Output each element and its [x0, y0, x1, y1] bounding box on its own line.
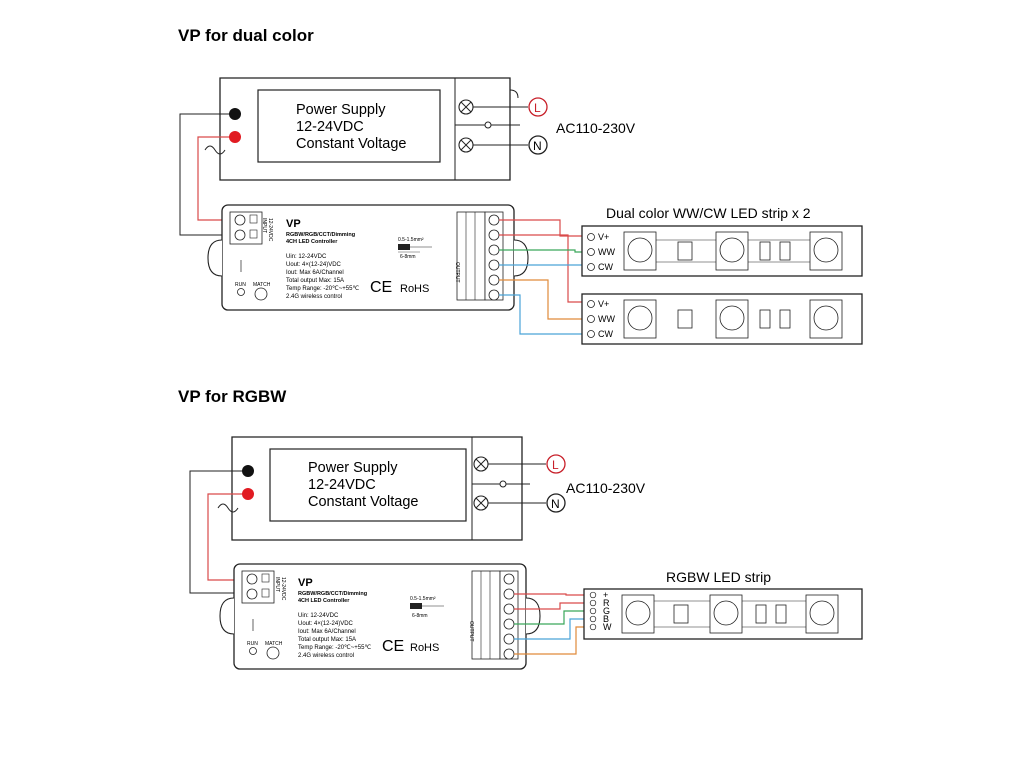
strip2-term-vplus: V+ — [598, 299, 609, 309]
strip-length-label-2: 6-8mm — [412, 613, 428, 619]
neutral-label-2: N — [551, 497, 560, 511]
rohs-mark: RoHS — [400, 283, 429, 295]
wire-size-label-2: 0.5-1.5mm² — [410, 596, 436, 602]
psu2-label-3: Constant Voltage — [308, 494, 418, 510]
neutral-terminal-1 — [528, 135, 548, 155]
rgbw-term-g: G — [603, 606, 610, 616]
match-button-2[interactable] — [266, 646, 280, 660]
strip2-term-ww: WW — [598, 314, 615, 324]
dual-strip-1-terminals: V+ WW CW — [587, 232, 615, 272]
strip1-term-ww: WW — [598, 247, 615, 257]
rgbw-strip-title: RGBW LED strip — [666, 569, 771, 585]
match-label: MATCH — [253, 282, 271, 288]
input-volt-label: 12-24VDC — [267, 218, 273, 242]
spec-iout: Iout: Max 6A/Channel — [286, 270, 344, 276]
dual-strip-1: V+ WW CW — [581, 225, 863, 277]
controller-2: INPUT 12-24VDC RUN MATCH VP RGBW/RGB/CCT… — [219, 563, 541, 670]
strip2-term-cw: CW — [598, 329, 613, 339]
live-terminal-2 — [546, 454, 566, 474]
spec2-iout: Iout: Max 6A/Channel — [298, 629, 356, 635]
input-label: INPUT — [261, 218, 267, 233]
dual-strip-title: Dual color WW/CW LED strip x 2 — [606, 205, 811, 221]
input-label-2: INPUT — [274, 577, 280, 592]
psu2-positive-terminal — [242, 488, 254, 500]
spec-temp: Temp Range: -20℃~+55℃ — [286, 286, 359, 292]
controller2-subtitle-2: 4CH LED Controller — [298, 598, 350, 604]
controller2-subtitle-1: RGBW/RGB/CCT/Dimming — [298, 591, 367, 597]
ac-voltage-1: AC110-230V — [556, 120, 636, 136]
controller2-model: VP — [298, 577, 313, 589]
input-volt-label-2: 12-24VDC — [280, 577, 286, 601]
match-label-2: MATCH — [265, 641, 283, 647]
rgbw-strip: + R G B W — [583, 588, 863, 640]
controller-model: VP — [286, 218, 301, 230]
live-terminal-1 — [528, 97, 548, 117]
live-label-2: L — [552, 458, 559, 472]
controller-subtitle-1: RGBW/RGB/CCT/Dimming — [286, 232, 355, 238]
output-label-2: OUTPUT — [468, 621, 474, 642]
rohs-mark-2: RoHS — [410, 642, 439, 654]
title-dual: VP for dual color — [178, 26, 314, 45]
dual-strip-2: V+ WW CW — [581, 293, 863, 345]
spec2-uin: Uin: 12-24VDC — [298, 613, 339, 619]
psu-negative-terminal — [229, 108, 241, 120]
rgbw-term-r: R — [603, 598, 610, 608]
psu2-label-2: 12-24VDC — [308, 477, 376, 493]
run-label-2: RUN — [247, 641, 258, 647]
dual-strip-2-terminals: V+ WW CW — [587, 299, 615, 339]
spec-wireless: 2.4G wireless control — [286, 294, 342, 300]
wire-size-label: 0.5-1.5mm² — [398, 237, 424, 243]
psu-label-1: Power Supply — [296, 102, 386, 118]
psu2-negative-terminal — [242, 465, 254, 477]
psu-label-3: Constant Voltage — [296, 136, 406, 152]
spec-uin: Uin: 12-24VDC — [286, 254, 327, 260]
spec-total: Total output Max: 15A — [286, 278, 344, 284]
ce-mark-2: CE — [382, 638, 404, 655]
spec2-total: Total output Max: 15A — [298, 637, 356, 643]
neutral-terminal-2 — [546, 493, 566, 513]
psu-positive-terminal — [229, 131, 241, 143]
strip-length-label: 6-8mm — [400, 254, 416, 260]
power-supply-1: Power Supply 12-24VDC Constant Voltage — [204, 77, 520, 181]
spec-uout: Uout: 4×(12-24)VDC — [286, 262, 342, 268]
rgbw-strip-terminals: + R G B W — [589, 590, 612, 632]
power-supply-2: Power Supply 12-24VDC Constant Voltage — [217, 436, 530, 541]
controller-1: INPUT 12-24VDC RUN MATCH VP RGBW/RGB/CCT… — [207, 204, 529, 311]
rgbw-term-plus: + — [603, 590, 608, 600]
title-rgbw: VP for RGBW — [178, 387, 287, 406]
rgbw-term-b: B — [603, 614, 609, 624]
controller-subtitle-2: 4CH LED Controller — [286, 239, 338, 245]
spec2-wireless: 2.4G wireless control — [298, 653, 354, 659]
ac-voltage-2: AC110-230V — [566, 480, 646, 496]
neutral-label-1: N — [533, 139, 542, 153]
run-label: RUN — [235, 282, 246, 288]
strip1-term-cw: CW — [598, 262, 613, 272]
spec2-uout: Uout: 4×(12-24)VDC — [298, 621, 354, 627]
output-label: OUTPUT — [454, 262, 460, 283]
match-button[interactable] — [254, 287, 268, 301]
ce-mark: CE — [370, 279, 392, 296]
strip1-term-vplus: V+ — [598, 232, 609, 242]
live-label-1: L — [534, 101, 541, 115]
psu2-label-1: Power Supply — [308, 460, 398, 476]
spec2-temp: Temp Range: -20℃~+55℃ — [298, 645, 371, 651]
psu-label-2: 12-24VDC — [296, 119, 364, 135]
rgbw-term-w: W — [603, 622, 612, 632]
